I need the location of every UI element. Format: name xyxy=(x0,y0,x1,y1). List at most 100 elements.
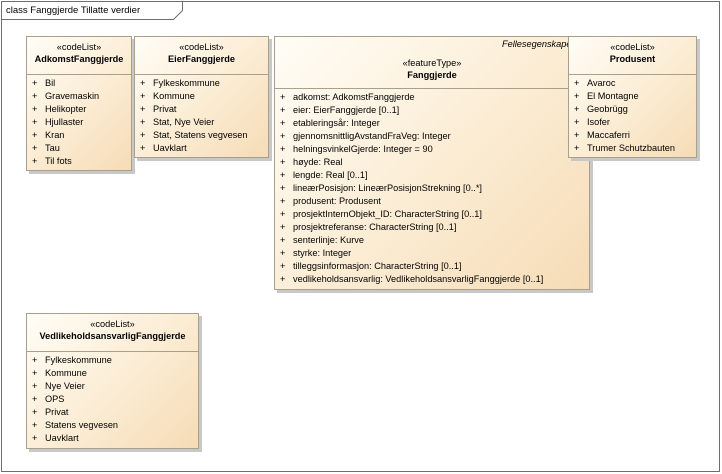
code-value-text: Kommune xyxy=(45,368,87,378)
code-value-text: Fylkeskommune xyxy=(45,355,112,365)
visibility-marker: + xyxy=(140,130,146,140)
class-box-adkomstfanggjerde[interactable]: «codeList» AdkomstFanggjerde +Bil+Gravem… xyxy=(26,36,132,171)
code-value-text: Nye Veier xyxy=(45,381,85,391)
visibility-marker: + xyxy=(140,117,146,127)
visibility-marker: + xyxy=(32,420,38,430)
attribute-text: styrke: Integer xyxy=(293,248,352,258)
visibility-marker: + xyxy=(140,91,146,101)
code-value-text: Uavklart xyxy=(153,143,187,153)
class-name: AdkomstFanggjerde xyxy=(34,54,124,64)
code-value-text: El Montagne xyxy=(587,91,639,101)
diagram-title-tab: class Fanggjerde Tillatte verdier xyxy=(1,1,183,20)
code-value: +Uavklart xyxy=(135,142,268,155)
visibility-marker: + xyxy=(574,117,580,127)
visibility-marker: + xyxy=(574,143,580,153)
attribute-text: produsent: Produsent xyxy=(293,196,381,206)
attribute-text: vedlikeholdsansvarlig: Vedlikeholdsansva… xyxy=(293,274,544,284)
code-value-text: Trumer Schutzbauten xyxy=(587,143,676,153)
class-box-fanggjerde[interactable]: Fellesegenskaper «featureType» Fanggjerd… xyxy=(274,36,590,290)
visibility-marker: + xyxy=(280,222,286,232)
visibility-marker: + xyxy=(280,105,286,115)
attribute: + eier: EierFanggjerde [0..1] xyxy=(275,104,589,117)
code-value: +Stat, Nye Veier xyxy=(135,116,268,129)
attribute: +vedlikeholdsansvarlig: Vedlikeholdsansv… xyxy=(275,273,589,286)
visibility-marker: + xyxy=(574,78,580,88)
attribute-text: lengde: Real [0..1] xyxy=(293,170,368,180)
attribute-list: +Bil+Gravemaskin+Helikopter+Hjullaster+K… xyxy=(27,75,131,168)
class-header: «featureType» Fanggjerde xyxy=(275,37,589,88)
visibility-marker: + xyxy=(280,170,286,180)
class-stereotype: «codeList» xyxy=(56,42,102,52)
attribute: + lineærPosisjon: LineærPosisjonStrekning… xyxy=(275,182,589,195)
class-header: «codeList» VedlikeholdsansvarligFanggjer… xyxy=(27,314,198,351)
visibility-marker: + xyxy=(280,248,286,258)
class-header: «codeList» AdkomstFanggjerde xyxy=(27,37,131,74)
class-stereotype: «codeList» xyxy=(179,42,224,52)
class-stereotype: «featureType» xyxy=(402,58,462,68)
attribute: + tilleggsinformasjon: CharacterString [0… xyxy=(275,260,589,273)
visibility-marker: + xyxy=(32,117,38,127)
attribute: + prosjektreferanse: CharacterString [0..… xyxy=(275,221,589,234)
class-divider xyxy=(27,74,131,75)
code-value: + Kommune xyxy=(135,90,268,103)
attribute-list: + adkomst: AdkomstFanggjerde + eier: EierFa… xyxy=(275,89,589,286)
attribute-text: prosjektreferanse: CharacterString [0..1… xyxy=(293,222,457,232)
code-value: + Kommune xyxy=(27,367,198,380)
code-value: +Fylkeskommune xyxy=(27,354,198,367)
visibility-marker: + xyxy=(280,144,286,154)
code-value: + Fylkeskommune xyxy=(135,77,268,90)
class-box-produsent[interactable]: «codeList» Produsent +Avaroc+El Montagne… xyxy=(568,36,697,158)
attribute-text: adkomst: AdkomstFanggjerde xyxy=(293,92,415,102)
attribute: + styrke: Integer xyxy=(275,247,589,260)
class-stereotype: «codeList» xyxy=(610,42,655,52)
visibility-marker: + xyxy=(32,91,38,101)
code-value: +Til fots xyxy=(27,155,131,168)
visibility-marker: + xyxy=(280,131,286,141)
visibility-marker: + xyxy=(32,368,38,378)
code-value-text: Kommune xyxy=(153,91,195,101)
code-value: +Statens vegvesen xyxy=(27,419,198,432)
code-value: +OPS xyxy=(27,393,198,406)
class-box-vedlikeholdsansvarligfanggjerde[interactable]: «codeList» VedlikeholdsansvarligFanggjer… xyxy=(26,313,199,449)
code-value: +Helikopter xyxy=(27,103,131,116)
visibility-marker: + xyxy=(140,78,146,88)
code-value-text: Fylkeskommune xyxy=(153,78,220,88)
code-value: +Uavklart xyxy=(27,432,198,445)
code-value: + Trumer Schutzbauten xyxy=(569,142,696,155)
attribute-text: eier: EierFanggjerde [0..1] xyxy=(293,105,400,115)
visibility-marker: + xyxy=(574,91,580,101)
code-value-text: Privat xyxy=(153,104,177,114)
code-value: +Avaroc xyxy=(569,77,696,90)
class-divider xyxy=(569,74,696,75)
code-value: +Bil xyxy=(27,77,131,90)
visibility-marker: + xyxy=(32,130,38,140)
code-value-text: OPS xyxy=(45,394,65,404)
code-value-text: Helikopter xyxy=(45,104,87,114)
attribute-text: prosjektInternObjekt_ID: CharacterString… xyxy=(293,209,482,219)
code-value-text: Privat xyxy=(45,407,69,417)
visibility-marker: + xyxy=(280,92,286,102)
visibility-marker: + xyxy=(280,261,286,271)
code-value: +Geobrügg xyxy=(569,103,696,116)
class-box-eierfanggjerde[interactable]: «codeList» EierFanggjerde + Fylkeskommune… xyxy=(134,36,269,158)
code-value-text: Uavklart xyxy=(45,433,79,443)
visibility-marker: + xyxy=(32,143,38,153)
attribute-text: høyde: Real xyxy=(293,157,343,167)
class-header: «codeList» Produsent xyxy=(569,37,696,74)
attribute-text: etableringsår: Integer xyxy=(293,118,380,128)
attribute-text: helningsvinkelGjerde: Integer = 90 xyxy=(293,144,433,154)
code-value-text: Hjullaster xyxy=(45,117,84,127)
code-value-text: Gravemaskin xyxy=(45,91,100,101)
visibility-marker: + xyxy=(280,235,286,245)
attribute-text: lineærPosisjon: LineærPosisjonStrekning … xyxy=(293,183,482,193)
attribute-text: gjennomsnittligAvstandFraVeg: Integer xyxy=(293,131,451,141)
attribute-text: senterlinje: Kurve xyxy=(293,235,364,245)
visibility-marker: + xyxy=(280,183,286,193)
attribute-text: tilleggsinformasjon: CharacterString [0.… xyxy=(293,261,462,271)
code-value: + Gravemaskin xyxy=(27,90,131,103)
code-value: + El Montagne xyxy=(569,90,696,103)
attribute: +produsent: Produsent xyxy=(275,195,589,208)
attribute: + helningsvinkelGjerde: Integer = 90 xyxy=(275,143,589,156)
class-name: EierFanggjerde xyxy=(168,54,235,64)
attribute: + adkomst: AdkomstFanggjerde xyxy=(275,91,589,104)
